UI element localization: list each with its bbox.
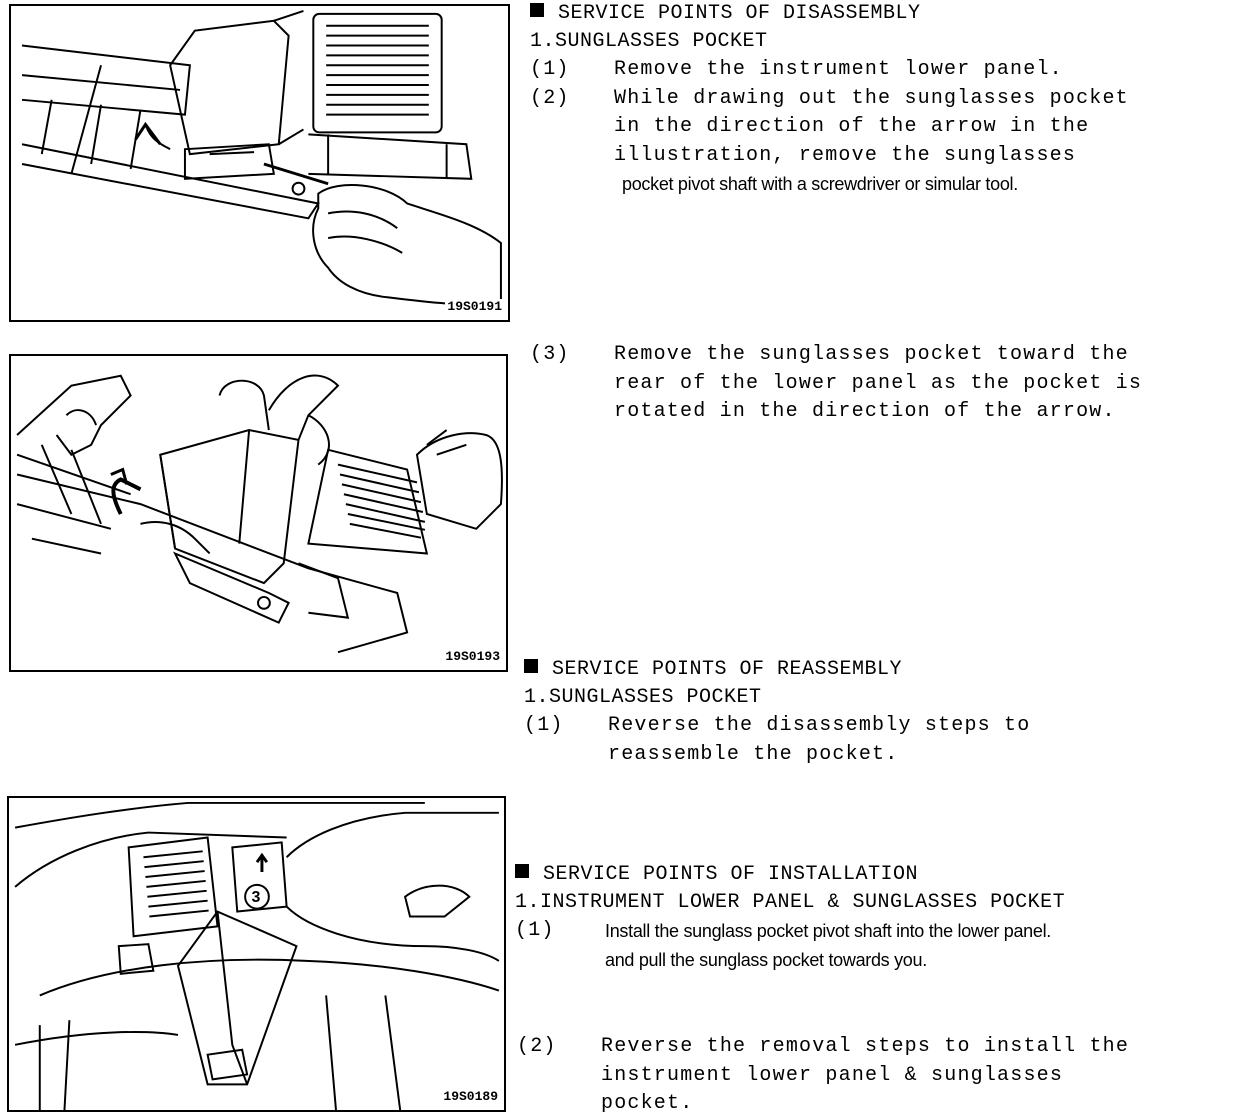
step-item: (1) Reverse the disassembly steps to rea… — [524, 712, 1030, 769]
step-text: illustration, remove the sunglasses — [614, 143, 1077, 167]
section-reassembly: SERVICE POINTS OF REASSEMBLY 1.SUNGLASSE… — [524, 656, 1030, 769]
step-item: (1) Install the sunglass pocket pivot sh… — [515, 917, 1065, 974]
section-installation-step2: (2) Reverse the removal steps to install… — [517, 1033, 1129, 1119]
step-number: (3) — [530, 343, 570, 366]
step-item: (2) While drawing out the sunglasses poc… — [530, 85, 1129, 199]
figure-remove-pocket-pivot: 19S0191 — [9, 4, 510, 322]
step-text: instrument lower panel & sunglasses — [601, 1063, 1064, 1087]
illustration-install-pocket — [14, 801, 500, 1110]
step-item: (3) Remove the sunglasses pocket toward … — [530, 341, 1142, 427]
section-subheading: 1.SUNGLASSES POCKET — [524, 686, 762, 709]
figure-rotate-remove-pocket: 19S0193 — [9, 354, 508, 672]
step-text: rotated in the direction of the arrow. — [614, 400, 1116, 423]
step-text: rear of the lower panel as the pocket is — [614, 371, 1143, 395]
figure-code: 19S0193 — [443, 649, 502, 664]
section-subheading: 1.INSTRUMENT LOWER PANEL & SUNGLASSES PO… — [515, 891, 1066, 914]
step-item: (1) Remove the instrument lower panel. — [530, 56, 1129, 85]
section-heading: SERVICE POINTS OF DISASSEMBLY — [530, 0, 1129, 28]
step-number: (1) — [524, 714, 564, 737]
step-number: (1) — [515, 919, 555, 942]
step-text: Remove the sunglasses pocket toward the — [614, 343, 1129, 366]
section-disassembly: SERVICE POINTS OF DISASSEMBLY 1.SUNGLASS… — [530, 0, 1129, 199]
step-text: While drawing out the sunglasses pocket — [614, 86, 1129, 110]
step-text: in the direction of the arrow in the — [614, 115, 1090, 138]
section-disassembly-step3: (3) Remove the sunglasses pocket toward … — [530, 341, 1142, 427]
step-text: Remove the instrument lower panel. — [614, 58, 1063, 81]
step-number: (1) — [530, 58, 570, 81]
step-text: Reverse the removal steps to install the — [601, 1035, 1130, 1058]
bullet-square-icon — [515, 864, 529, 878]
step-text: Install the sunglass pocket pivot shaft … — [605, 921, 1051, 941]
step-text: pocket. — [601, 1092, 694, 1115]
section-heading: SERVICE POINTS OF REASSEMBLY — [524, 656, 1030, 684]
figure-code: 19S0189 — [441, 1089, 500, 1104]
step-number: (2) — [517, 1035, 557, 1058]
bullet-square-icon — [530, 3, 544, 17]
step-text: pocket pivot shaft with a screwdriver or… — [622, 174, 1018, 194]
illustration-pocket-pivot — [21, 10, 502, 306]
illustration-rotate-pocket — [16, 374, 503, 654]
figure-install-pocket: 3 19S0189 — [7, 796, 506, 1112]
step-item: (2) Reverse the removal steps to install… — [517, 1033, 1129, 1119]
section-installation: SERVICE POINTS OF INSTALLATION 1.INSTRUM… — [515, 861, 1065, 974]
figure-code: 19S0191 — [445, 299, 504, 314]
section-subheading: 1.SUNGLASSES POCKET — [530, 30, 768, 53]
step-text: reassemble the pocket. — [608, 742, 899, 766]
section-heading: SERVICE POINTS OF INSTALLATION — [515, 861, 1065, 889]
callout-label: 3 — [251, 889, 261, 906]
step-number: (2) — [530, 86, 570, 110]
step-text: and pull the sunglass pocket towards you… — [605, 949, 927, 970]
step-text: Reverse the disassembly steps to — [608, 714, 1031, 737]
bullet-square-icon — [524, 659, 538, 673]
